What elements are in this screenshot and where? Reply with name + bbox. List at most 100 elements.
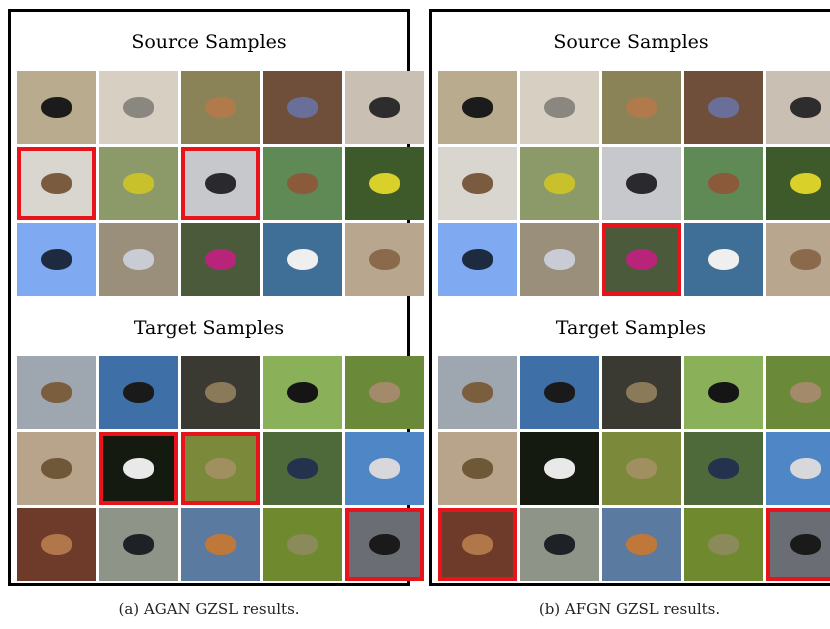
source-sample-image <box>17 71 96 144</box>
bird-figure <box>707 534 740 555</box>
bird-figure <box>707 249 740 270</box>
target-sample-image <box>520 432 599 505</box>
bird-figure <box>368 382 401 403</box>
bird-figure <box>368 249 401 270</box>
source-sample-image <box>345 147 424 220</box>
target-sample-image <box>99 508 178 581</box>
source-sample-image <box>520 223 599 296</box>
target-sample-image <box>438 356 517 429</box>
source-grid <box>17 71 424 296</box>
source-sample-image <box>345 71 424 144</box>
target-sample-image-highlighted <box>181 432 260 505</box>
bird-figure <box>543 249 576 270</box>
target-samples-title: Target Samples <box>133 317 285 339</box>
bird-figure <box>286 458 319 479</box>
source-sample-image <box>438 147 517 220</box>
bird-figure <box>461 249 494 270</box>
bird-figure <box>368 458 401 479</box>
bird-figure <box>122 249 155 270</box>
source-sample-image-highlighted <box>181 147 260 220</box>
source-sample-image <box>602 147 681 220</box>
target-grid <box>17 356 424 581</box>
bird-figure <box>789 173 822 194</box>
bird-figure <box>40 173 73 194</box>
bird-figure <box>543 534 576 555</box>
target-sample-image <box>684 432 763 505</box>
panel-afgn: Source Samples Target Samples <box>429 9 830 586</box>
bird-figure <box>368 534 401 555</box>
target-sample-image <box>17 356 96 429</box>
bird-figure <box>286 249 319 270</box>
target-sample-image <box>602 356 681 429</box>
source-sample-image <box>99 147 178 220</box>
target-sample-image <box>263 432 342 505</box>
bird-figure <box>789 97 822 118</box>
source-sample-image <box>684 147 763 220</box>
target-samples-title: Target Samples <box>555 317 707 339</box>
caption-a: (a) AGAN GZSL results. <box>118 600 300 618</box>
bird-figure <box>461 458 494 479</box>
source-sample-image <box>99 71 178 144</box>
source-samples-title: Source Samples <box>131 31 287 53</box>
bird-figure <box>707 458 740 479</box>
bird-figure <box>625 97 658 118</box>
bird-figure <box>625 458 658 479</box>
source-sample-image <box>438 71 517 144</box>
bird-figure <box>707 173 740 194</box>
bird-figure <box>707 382 740 403</box>
bird-figure <box>204 382 237 403</box>
bird-figure <box>40 458 73 479</box>
source-sample-image <box>766 71 830 144</box>
bird-figure <box>461 534 494 555</box>
target-sample-image <box>99 356 178 429</box>
bird-figure <box>204 458 237 479</box>
source-sample-image <box>345 223 424 296</box>
bird-figure <box>204 534 237 555</box>
bird-figure <box>789 249 822 270</box>
bird-figure <box>122 534 155 555</box>
target-sample-image <box>263 356 342 429</box>
bird-figure <box>625 534 658 555</box>
target-sample-image-highlighted <box>99 432 178 505</box>
target-sample-image <box>181 356 260 429</box>
bird-figure <box>368 173 401 194</box>
bird-figure <box>789 458 822 479</box>
bird-figure <box>625 173 658 194</box>
source-sample-image <box>263 223 342 296</box>
bird-figure <box>461 97 494 118</box>
source-sample-image <box>602 71 681 144</box>
bird-figure <box>286 97 319 118</box>
source-sample-image <box>766 223 830 296</box>
source-sample-image <box>520 147 599 220</box>
bird-figure <box>707 97 740 118</box>
source-sample-image <box>684 223 763 296</box>
bird-figure <box>286 173 319 194</box>
source-sample-image <box>181 223 260 296</box>
target-sample-image <box>602 432 681 505</box>
target-sample-image-highlighted <box>766 508 830 581</box>
source-sample-image <box>263 147 342 220</box>
target-sample-image <box>520 356 599 429</box>
bird-figure <box>461 382 494 403</box>
target-grid <box>438 356 830 581</box>
bird-figure <box>789 534 822 555</box>
bird-figure <box>40 249 73 270</box>
bird-figure <box>204 249 237 270</box>
source-sample-image <box>17 223 96 296</box>
bird-figure <box>368 97 401 118</box>
target-sample-image <box>181 508 260 581</box>
bird-figure <box>122 382 155 403</box>
bird-figure <box>286 534 319 555</box>
bird-figure <box>204 97 237 118</box>
target-sample-image-highlighted <box>438 508 517 581</box>
source-sample-image <box>263 71 342 144</box>
panel-agan: Source Samples Target Samples <box>8 9 424 586</box>
bird-figure <box>122 173 155 194</box>
bird-figure <box>625 382 658 403</box>
source-sample-image <box>766 147 830 220</box>
bird-figure <box>625 249 658 270</box>
target-sample-image <box>17 508 96 581</box>
source-sample-image <box>438 223 517 296</box>
target-sample-image-highlighted <box>345 508 424 581</box>
source-sample-image-highlighted <box>602 223 681 296</box>
